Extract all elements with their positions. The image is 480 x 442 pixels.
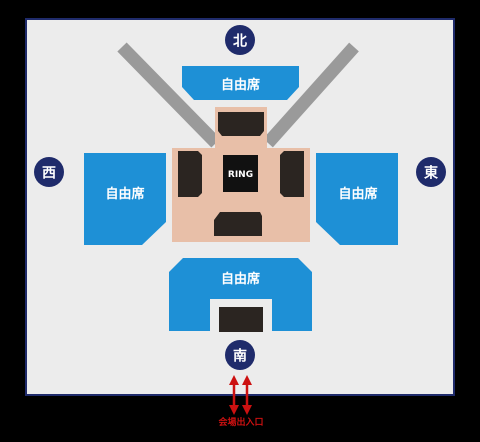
seat-block-south[interactable] bbox=[169, 258, 312, 331]
seat-block-west[interactable] bbox=[84, 153, 166, 245]
walkway-northeast bbox=[263, 42, 359, 148]
seat-block-east[interactable] bbox=[316, 153, 398, 245]
ring bbox=[223, 155, 258, 192]
entrance-label: 会場出入口 bbox=[218, 416, 263, 428]
east-block bbox=[280, 151, 304, 197]
south-entrance-block bbox=[219, 307, 263, 332]
seat-block-north[interactable] bbox=[182, 66, 299, 100]
direction-badge-west bbox=[34, 157, 64, 187]
ring-label: RING bbox=[228, 170, 253, 180]
direction-south-label: 南 bbox=[233, 348, 247, 365]
seat-label-west: 自由席 bbox=[105, 186, 144, 202]
direction-west-label: 西 bbox=[42, 166, 56, 182]
north-block bbox=[218, 112, 264, 136]
direction-east-label: 東 bbox=[424, 165, 438, 182]
direction-north-label: 北 bbox=[233, 34, 247, 50]
seat-label-north: 自由席 bbox=[221, 77, 260, 93]
west-block bbox=[178, 151, 202, 197]
south-block bbox=[214, 212, 262, 236]
direction-badge-south bbox=[225, 340, 255, 370]
seat-label-south: 自由席 bbox=[221, 271, 260, 287]
direction-badge-east bbox=[416, 157, 446, 187]
seat-label-east: 自由席 bbox=[338, 186, 377, 202]
direction-badge-north bbox=[225, 25, 255, 55]
walkway-northwest bbox=[117, 42, 221, 148]
